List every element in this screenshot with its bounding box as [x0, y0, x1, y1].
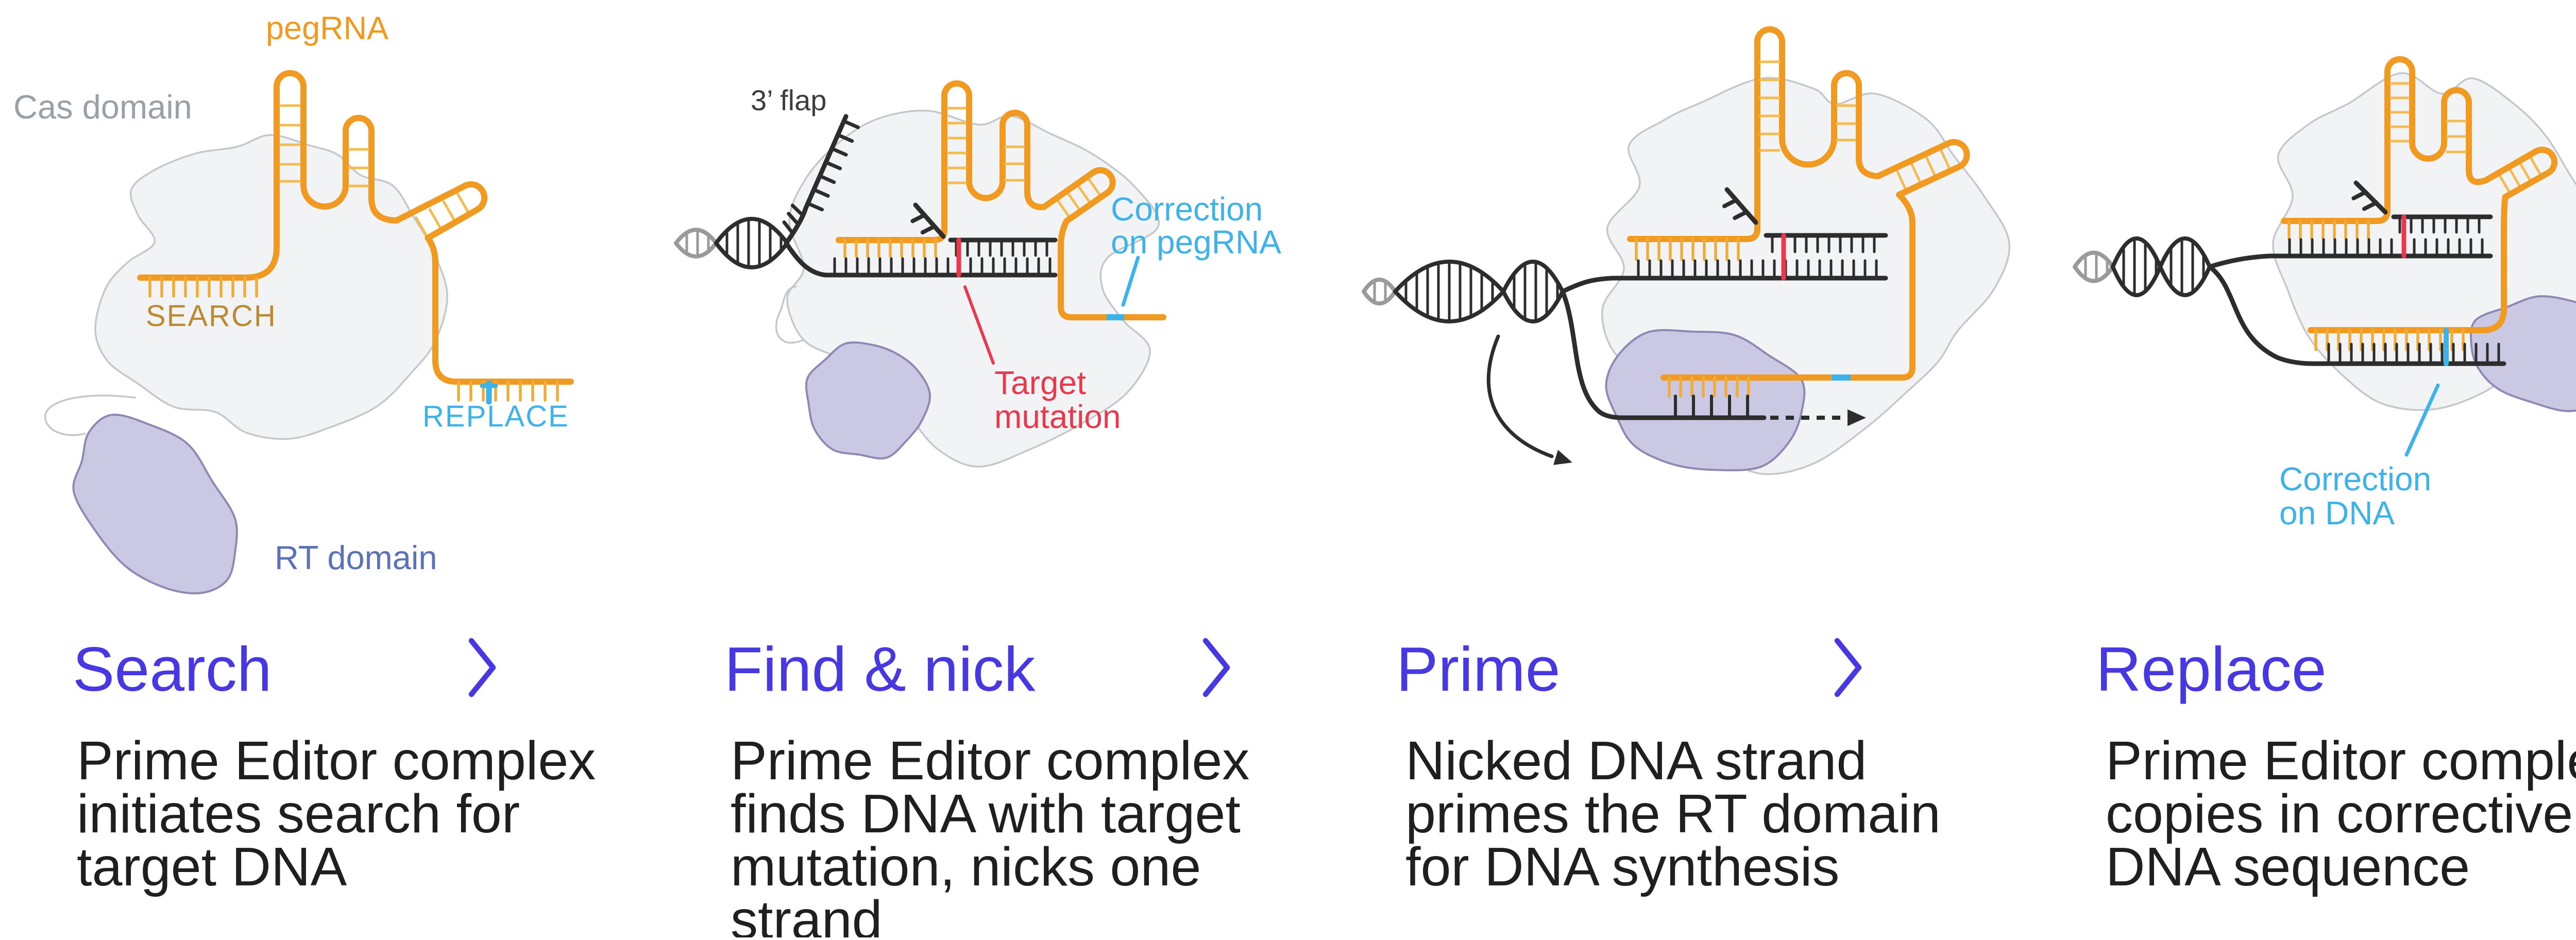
svg-text:copies in corrective: copies in corrective	[2106, 783, 2573, 844]
svg-text:pegRNA: pegRNA	[266, 10, 388, 46]
svg-text:Cas domain: Cas domain	[13, 88, 192, 126]
svg-text:on DNA: on DNA	[2279, 494, 2395, 532]
svg-text:DNA sequence: DNA sequence	[2106, 836, 2470, 897]
svg-text:Search: Search	[73, 634, 272, 704]
svg-text:Prime Editor complex: Prime Editor complex	[2106, 730, 2576, 791]
svg-text:primes the RT domain: primes the RT domain	[1405, 783, 1941, 844]
svg-text:Nicked DNA strand: Nicked DNA strand	[1405, 730, 1867, 791]
svg-text:initiates search for: initiates search for	[77, 783, 520, 844]
svg-text:Correction: Correction	[1111, 191, 1263, 228]
svg-text:REPLACE: REPLACE	[422, 400, 569, 433]
svg-text:target DNA: target DNA	[77, 836, 347, 897]
svg-text:for DNA synthesis: for DNA synthesis	[1405, 836, 1839, 897]
svg-text:Prime Editor complex: Prime Editor complex	[77, 730, 596, 791]
svg-text:SEARCH: SEARCH	[146, 299, 277, 333]
svg-text:Find & nick: Find & nick	[724, 634, 1036, 704]
svg-text:strand: strand	[731, 890, 883, 937]
svg-text:RT domain: RT domain	[275, 539, 437, 576]
svg-text:on pegRNA: on pegRNA	[1111, 224, 1281, 261]
svg-text:mutation, nicks one: mutation, nicks one	[731, 836, 1201, 897]
svg-text:finds DNA with target: finds DNA with target	[731, 783, 1241, 844]
svg-text:mutation: mutation	[994, 398, 1121, 435]
svg-text:Prime: Prime	[1396, 634, 1561, 704]
svg-text:Target: Target	[994, 364, 1086, 401]
svg-text:Prime Editor complex: Prime Editor complex	[731, 730, 1249, 791]
svg-text:3’ flap: 3’ flap	[751, 84, 826, 116]
svg-text:Replace: Replace	[2096, 634, 2327, 704]
svg-text:Correction: Correction	[2279, 460, 2431, 498]
